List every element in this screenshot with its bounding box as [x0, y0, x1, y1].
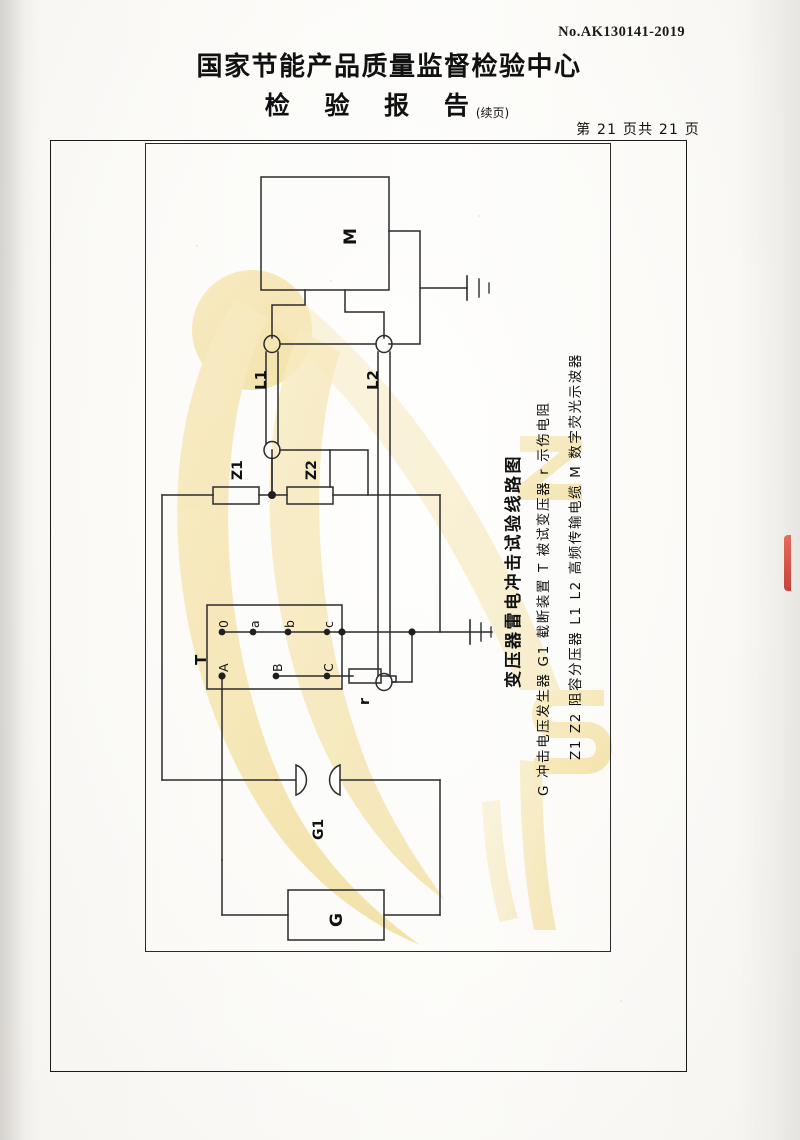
terminal-lv-B: B: [270, 663, 285, 672]
terminal-lv-C: C: [321, 663, 336, 672]
page-frame-outer: [50, 140, 687, 1072]
scope-box: [260, 176, 390, 291]
report-title: 检 验 报 告: [264, 91, 482, 120]
z2-label: Z2: [304, 460, 320, 480]
z2-resistor: [286, 486, 334, 505]
red-edge-mark: [784, 535, 791, 591]
organization-title: 国家节能产品质量监督检验中心: [196, 52, 582, 82]
generator-label: G: [327, 913, 347, 927]
figure-legend-line-1: G 冲击电压发生器 G1 截断装置 T 被试变压器 r 示伤电阻: [536, 401, 552, 796]
terminal-hv-c: c: [321, 621, 336, 628]
z1-label: Z1: [230, 460, 246, 480]
gap-sphere-left: [295, 763, 308, 797]
junction-dots: [218, 491, 416, 680]
scan-speck: [196, 245, 198, 247]
z1-resistor: [212, 486, 260, 505]
page-number: 第 21 页共 21 页: [576, 122, 700, 138]
terminal-hv-a: a: [247, 620, 262, 628]
document-number: No.AK130141-2019: [558, 24, 685, 40]
gap-sphere-right: [328, 763, 341, 797]
report-title-suffix: (续页): [475, 106, 510, 120]
terminal-hv-0: 0: [216, 620, 231, 628]
r-label: r: [357, 698, 373, 705]
scan-speck: [478, 215, 480, 217]
terminal-hv-b: b: [282, 620, 297, 628]
figure-title: 变压器雷电冲击试验线路图: [504, 454, 524, 688]
figure-legend-line-2: Z1 Z2 阻容分压器 L1 L2 高频传输电缆 M 数字荧光示波器: [568, 353, 584, 760]
l2-label: L2: [364, 370, 382, 390]
terminal-lv-A: A: [216, 663, 231, 672]
figure-frame-inner: [145, 143, 611, 952]
scan-speck: [330, 280, 332, 282]
transformer-box: [206, 604, 343, 690]
report-title-wrap: 检 验 报 告(续页): [0, 86, 800, 122]
transformer-label: T: [192, 654, 210, 665]
scope-label: M: [341, 228, 361, 245]
g1-label: G1: [311, 818, 327, 840]
scan-speck: [620, 1000, 622, 1002]
l1-label: L1: [252, 370, 270, 390]
